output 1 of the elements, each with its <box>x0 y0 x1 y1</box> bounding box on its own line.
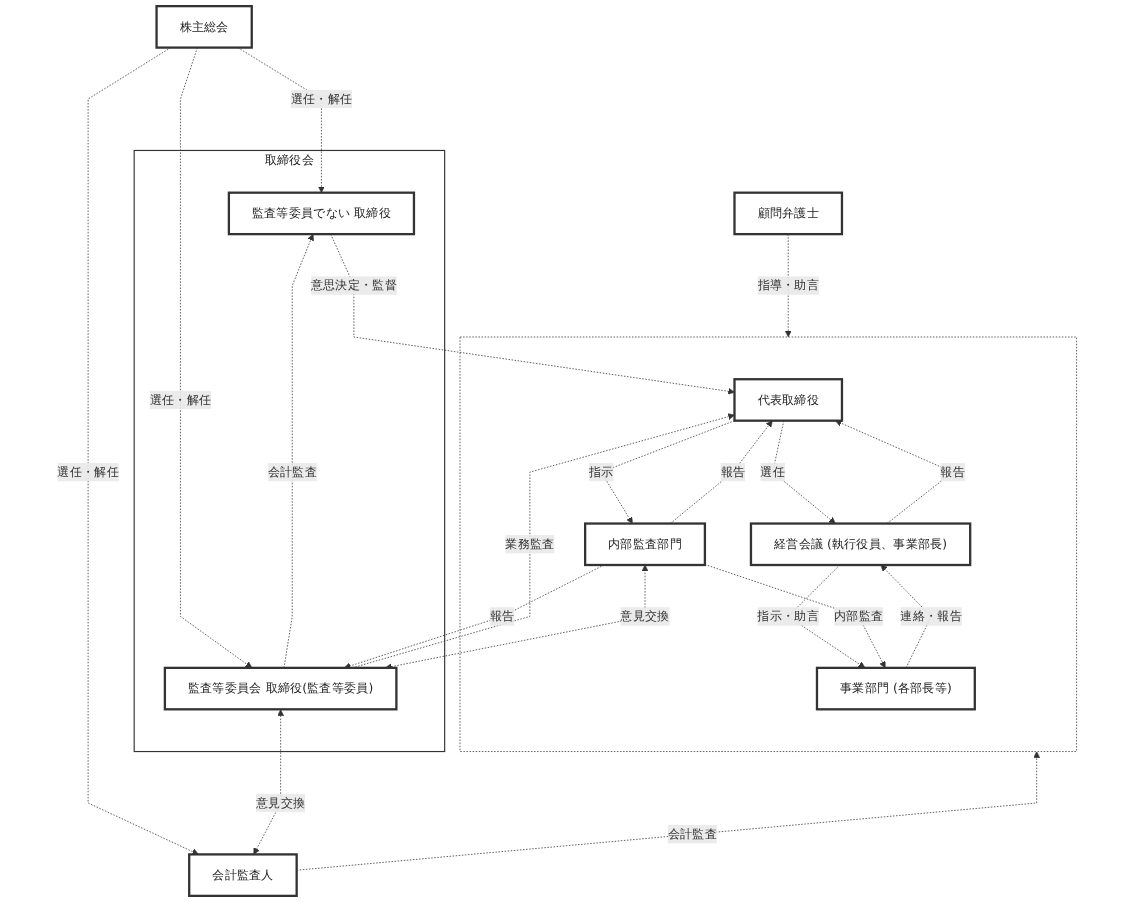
cluster <box>459 336 1077 752</box>
